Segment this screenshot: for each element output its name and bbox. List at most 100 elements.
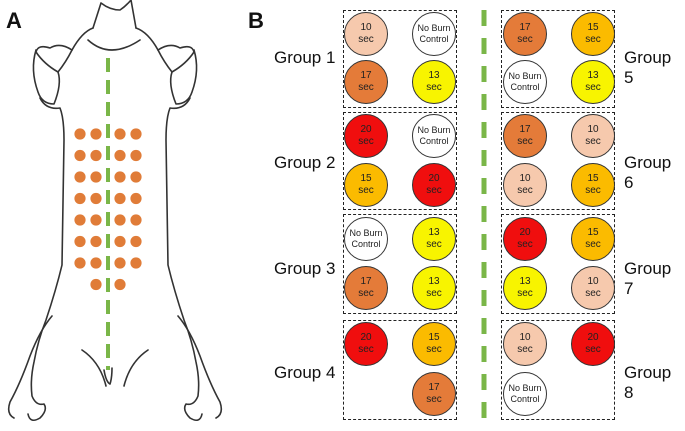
- group-2-site-3: 15 sec: [344, 163, 388, 207]
- panel-b-label: B: [248, 8, 264, 33]
- group-4-site-2: 15 sec: [412, 322, 456, 366]
- burn-site-dot: [114, 192, 126, 205]
- burn-site-dot: [114, 149, 126, 162]
- group-1-site-3: 17 sec: [344, 60, 388, 104]
- group-3-site-4-text: 13 sec: [426, 276, 442, 299]
- group-6-site-4: 15 sec: [571, 163, 615, 207]
- group-5-site-3: No Burn Control: [503, 60, 547, 104]
- group-6-site-4-text: 15 sec: [585, 173, 601, 196]
- group-5-label: Group 5: [624, 48, 672, 87]
- group-4-site-2-text: 15 sec: [426, 332, 442, 355]
- group-5-site-1-text: 17 sec: [517, 22, 533, 45]
- burn-site-dot: [114, 278, 126, 291]
- group-8-label: Group 8: [624, 363, 672, 402]
- group-3-site-1-text: No Burn Control: [349, 228, 383, 249]
- burn-site-dot: [130, 149, 142, 162]
- group-8-site-1: 10 sec: [503, 322, 547, 366]
- group-7-site-1-text: 20 sec: [517, 227, 533, 250]
- group-7-site-4-text: 10 sec: [585, 276, 601, 299]
- group-4-site-4: 17 sec: [412, 372, 456, 416]
- panel-b-midline: [481, 10, 487, 426]
- group-2-site-2-text: No Burn Control: [417, 125, 451, 146]
- group-5-site-4: 13 sec: [571, 60, 615, 104]
- group-2-site-4: 20 sec: [412, 163, 456, 207]
- group-5-site-2-text: 15 sec: [585, 22, 601, 45]
- group-6-site-3: 10 sec: [503, 163, 547, 207]
- group-3-site-1: No Burn Control: [344, 217, 388, 261]
- group-6-site-1: 17 sec: [503, 114, 547, 158]
- group-6-site-1-text: 17 sec: [517, 124, 533, 147]
- group-1-site-4: 13 sec: [412, 60, 456, 104]
- burn-site-dot: [114, 128, 126, 140]
- group-7-site-1: 20 sec: [503, 217, 547, 261]
- group-2-site-2: No Burn Control: [412, 114, 456, 158]
- burn-site-dot: [130, 128, 142, 140]
- group-1-box: [343, 10, 457, 108]
- group-6-box: [501, 112, 615, 210]
- burn-site-dot: [90, 171, 102, 183]
- group-3-site-3-text: 17 sec: [358, 276, 374, 299]
- burn-site-dot: [74, 149, 86, 162]
- group-1-site-1: 10 sec: [344, 12, 388, 56]
- group-5-site-3-text: No Burn Control: [508, 71, 542, 92]
- group-7-label: Group 7: [624, 259, 672, 298]
- group-7-site-3: 13 sec: [503, 266, 547, 310]
- group-1-label: Group 1: [274, 48, 336, 67]
- group-5-site-1: 17 sec: [503, 12, 547, 56]
- group-2-label: Group 2: [274, 153, 336, 172]
- burn-site-dot: [90, 149, 102, 162]
- group-7-site-2: 15 sec: [571, 217, 615, 261]
- group-7-site-3-text: 13 sec: [517, 276, 533, 299]
- group-2-site-1-text: 20 sec: [358, 124, 374, 147]
- group-6-site-3-text: 10 sec: [517, 173, 533, 196]
- burn-site-dot: [74, 235, 86, 248]
- group-6-site-2-text: 10 sec: [585, 124, 601, 147]
- group-4-box: [343, 320, 457, 420]
- group-5-site-2: 15 sec: [571, 12, 615, 56]
- group-3-site-3: 17 sec: [344, 266, 388, 310]
- group-2-site-1: 20 sec: [344, 114, 388, 158]
- group-4-site-1: 20 sec: [344, 322, 388, 366]
- group-7-box: [501, 214, 615, 314]
- panel-a-label: A: [6, 8, 22, 33]
- group-2-box: [343, 112, 457, 210]
- burn-site-dot: [130, 171, 142, 183]
- burn-site-dot: [130, 235, 142, 248]
- burn-site-dot: [90, 278, 102, 291]
- burn-site-dot: [130, 192, 142, 205]
- burn-site-dot: [114, 214, 126, 226]
- burn-site-dot: [90, 192, 102, 205]
- group-8-site-1-text: 10 sec: [517, 332, 533, 355]
- group-3-site-4: 13 sec: [412, 266, 456, 310]
- burn-site-dot: [74, 214, 86, 226]
- burn-site-dot: [90, 128, 102, 140]
- group-4-site-4-text: 17 sec: [426, 382, 442, 405]
- group-1-site-2-text: No Burn Control: [417, 23, 451, 44]
- burn-site-dot: [74, 257, 86, 269]
- group-6-site-2: 10 sec: [571, 114, 615, 158]
- burn-site-dot: [74, 192, 86, 205]
- group-3-site-2: 13 sec: [412, 217, 456, 261]
- burn-site-dot: [90, 235, 102, 248]
- group-6-label: Group 6: [624, 153, 672, 192]
- burn-site-dot: [130, 257, 142, 269]
- burn-site-dot: [90, 214, 102, 226]
- group-8-site-3-text: No Burn Control: [508, 383, 542, 404]
- pig-illustration: [7, 0, 223, 422]
- burn-site-dot: [114, 257, 126, 269]
- group-5-site-4-text: 13 sec: [585, 70, 601, 93]
- group-8-site-3: No Burn Control: [503, 372, 547, 416]
- group-7-site-2-text: 15 sec: [585, 227, 601, 250]
- group-1-site-3-text: 17 sec: [358, 70, 374, 93]
- group-1-site-2: No Burn Control: [412, 12, 456, 56]
- group-1-site-1-text: 10 sec: [358, 22, 374, 45]
- burn-site-dot: [114, 235, 126, 248]
- burn-site-grid: [74, 128, 142, 291]
- group-8-site-2-text: 20 sec: [585, 332, 601, 355]
- burn-site-dot: [90, 257, 102, 269]
- group-1-site-4-text: 13 sec: [426, 70, 442, 93]
- group-7-site-4: 10 sec: [571, 266, 615, 310]
- group-3-box: [343, 214, 457, 314]
- burn-site-dot: [74, 171, 86, 183]
